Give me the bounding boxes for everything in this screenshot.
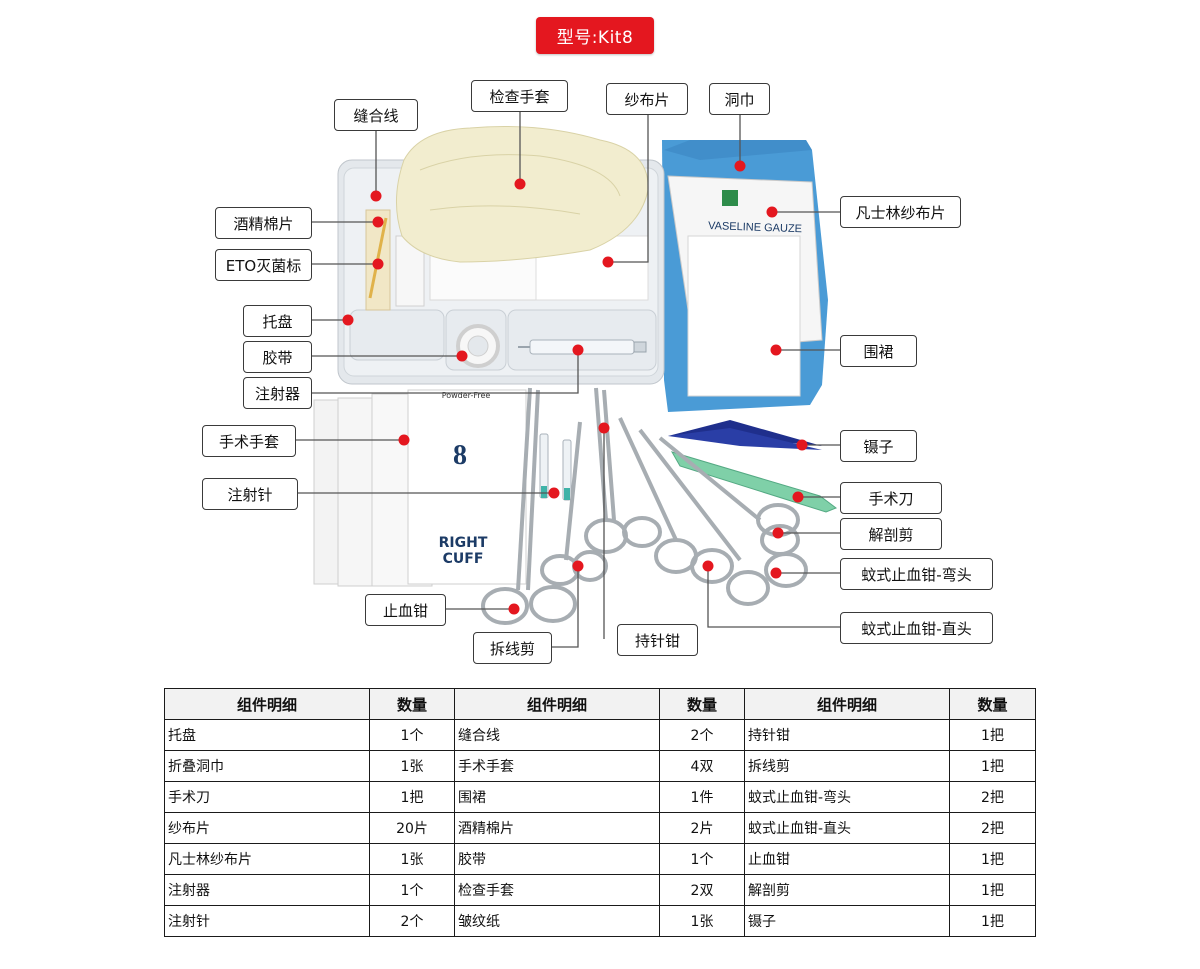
component-name: 托盘	[164, 719, 370, 751]
vaseline-pack-text: VASELINE GAUZE	[708, 220, 802, 235]
callout-dissecting-scissors: 解剖剪	[840, 518, 942, 550]
kit-photo: VASELINE GAUZE	[202, 80, 993, 664]
callout-exam-gloves: 检查手套	[471, 80, 568, 112]
header-quantity: 数量	[949, 688, 1036, 720]
component-qty: 20片	[369, 812, 455, 844]
table-row: 注射器 1个 检查手套 2双 解剖剪 1把	[164, 874, 1036, 906]
callout-needle-holder: 持针钳	[617, 624, 698, 656]
callout-needle: 注射针	[202, 478, 298, 510]
component-name: 止血钳	[744, 843, 950, 875]
glove-size-text: 8	[453, 440, 467, 471]
table-row: 注射针 2个 皱纹纸 1张 镊子 1把	[164, 905, 1036, 937]
component-qty: 1个	[659, 843, 745, 875]
table-row: 手术刀 1把 围裙 1件 蚊式止血钳-弯头 2把	[164, 781, 1036, 813]
callout-hemostat: 止血钳	[365, 594, 446, 626]
callout-tray: 托盘	[243, 305, 312, 337]
component-name: 拆线剪	[744, 750, 950, 782]
vaseline-gauze-pack: VASELINE GAUZE	[667, 175, 823, 397]
callout-tweezers: 镊子	[840, 430, 917, 462]
header-component: 组件明细	[744, 688, 950, 720]
kit-illustration: VASELINE GAUZE	[296, 112, 840, 648]
leader-lines	[296, 112, 840, 648]
component-name: 围裙	[454, 781, 660, 813]
component-qty: 2双	[659, 874, 745, 906]
component-name: 检查手套	[454, 874, 660, 906]
components-table: 组件明细 数量 组件明细 数量 组件明细 数量 托盘 1个 缝合线 2个 持针钳…	[164, 688, 1036, 937]
table-row: 凡士林纱布片 1张 胶带 1个 止血钳 1把	[164, 843, 1036, 875]
powder-free-text: Powder-Free	[442, 391, 491, 400]
component-name: 缝合线	[454, 719, 660, 751]
component-name: 镊子	[744, 905, 950, 937]
callout-eto-indicator: ETO灭菌标	[215, 249, 312, 281]
component-qty: 2把	[949, 781, 1036, 813]
callout-surgical-gloves: 手术手套	[202, 425, 296, 457]
component-qty: 1个	[369, 719, 455, 751]
component-name: 手术刀	[164, 781, 370, 813]
table-row: 托盘 1个 缝合线 2个 持针钳 1把	[164, 719, 1036, 751]
component-name: 解剖剪	[744, 874, 950, 906]
component-qty: 4双	[659, 750, 745, 782]
header-quantity: 数量	[659, 688, 745, 720]
component-qty: 1把	[949, 843, 1036, 875]
component-qty: 2个	[659, 719, 745, 751]
surgical-glove-packs: Powder-Free 8 RIGHT CUFF	[313, 389, 527, 587]
header-component: 组件明细	[164, 688, 370, 720]
component-qty: 1张	[369, 750, 455, 782]
component-qty: 2把	[949, 812, 1036, 844]
component-name: 酒精棉片	[454, 812, 660, 844]
callout-apron: 围裙	[840, 335, 917, 367]
callout-suture: 缝合线	[334, 99, 418, 131]
component-name: 皱纹纸	[454, 905, 660, 937]
callout-mosquito-curved: 蚊式止血钳-弯头	[840, 558, 993, 590]
table-row: 折叠洞巾 1张 手术手套 4双 拆线剪 1把	[164, 750, 1036, 782]
component-name: 注射器	[164, 874, 370, 906]
component-qty: 2片	[659, 812, 745, 844]
component-qty: 1把	[369, 781, 455, 813]
component-name: 注射针	[164, 905, 370, 937]
cuff-line1-text: RIGHT	[439, 535, 488, 551]
callout-drape: 洞巾	[709, 83, 770, 115]
component-qty: 1把	[949, 905, 1036, 937]
component-name: 蚊式止血钳-弯头	[744, 781, 950, 813]
header-component: 组件明细	[454, 688, 660, 720]
callout-scalpel: 手术刀	[840, 482, 942, 514]
needles	[539, 433, 572, 501]
callout-suture-scissors: 拆线剪	[473, 632, 552, 664]
component-qty: 1件	[659, 781, 745, 813]
component-qty: 1把	[949, 750, 1036, 782]
callout-gauze: 纱布片	[606, 83, 688, 115]
callout-vaseline-gauze: 凡士林纱布片	[840, 196, 961, 228]
component-name: 手术手套	[454, 750, 660, 782]
table-row: 纱布片 20片 酒精棉片 2片 蚊式止血钳-直头 2把	[164, 812, 1036, 844]
instruments	[481, 387, 808, 625]
callout-alcohol-pad: 酒精棉片	[215, 207, 312, 239]
exam-gloves	[395, 126, 649, 263]
component-qty: 1把	[949, 874, 1036, 906]
component-name: 纱布片	[164, 812, 370, 844]
component-name: 持针钳	[744, 719, 950, 751]
callout-tape: 胶带	[243, 341, 312, 373]
component-qty: 1张	[659, 905, 745, 937]
callout-syringe: 注射器	[243, 377, 312, 409]
callout-mosquito-straight: 蚊式止血钳-直头	[840, 612, 993, 644]
tweezers	[668, 420, 822, 450]
cuff-line2-text: CUFF	[443, 551, 484, 567]
header-quantity: 数量	[369, 688, 455, 720]
component-name: 蚊式止血钳-直头	[744, 812, 950, 844]
table-header-row: 组件明细 数量 组件明细 数量 组件明细 数量	[164, 688, 1036, 720]
model-badge: 型号:Kit8	[536, 17, 654, 54]
component-qty: 1把	[949, 719, 1036, 751]
component-name: 折叠洞巾	[164, 750, 370, 782]
component-qty: 1个	[369, 874, 455, 906]
component-name: 凡士林纱布片	[164, 843, 370, 875]
component-qty: 1张	[369, 843, 455, 875]
component-name: 胶带	[454, 843, 660, 875]
component-qty: 2个	[369, 905, 455, 937]
marker-dots	[342, 160, 808, 615]
